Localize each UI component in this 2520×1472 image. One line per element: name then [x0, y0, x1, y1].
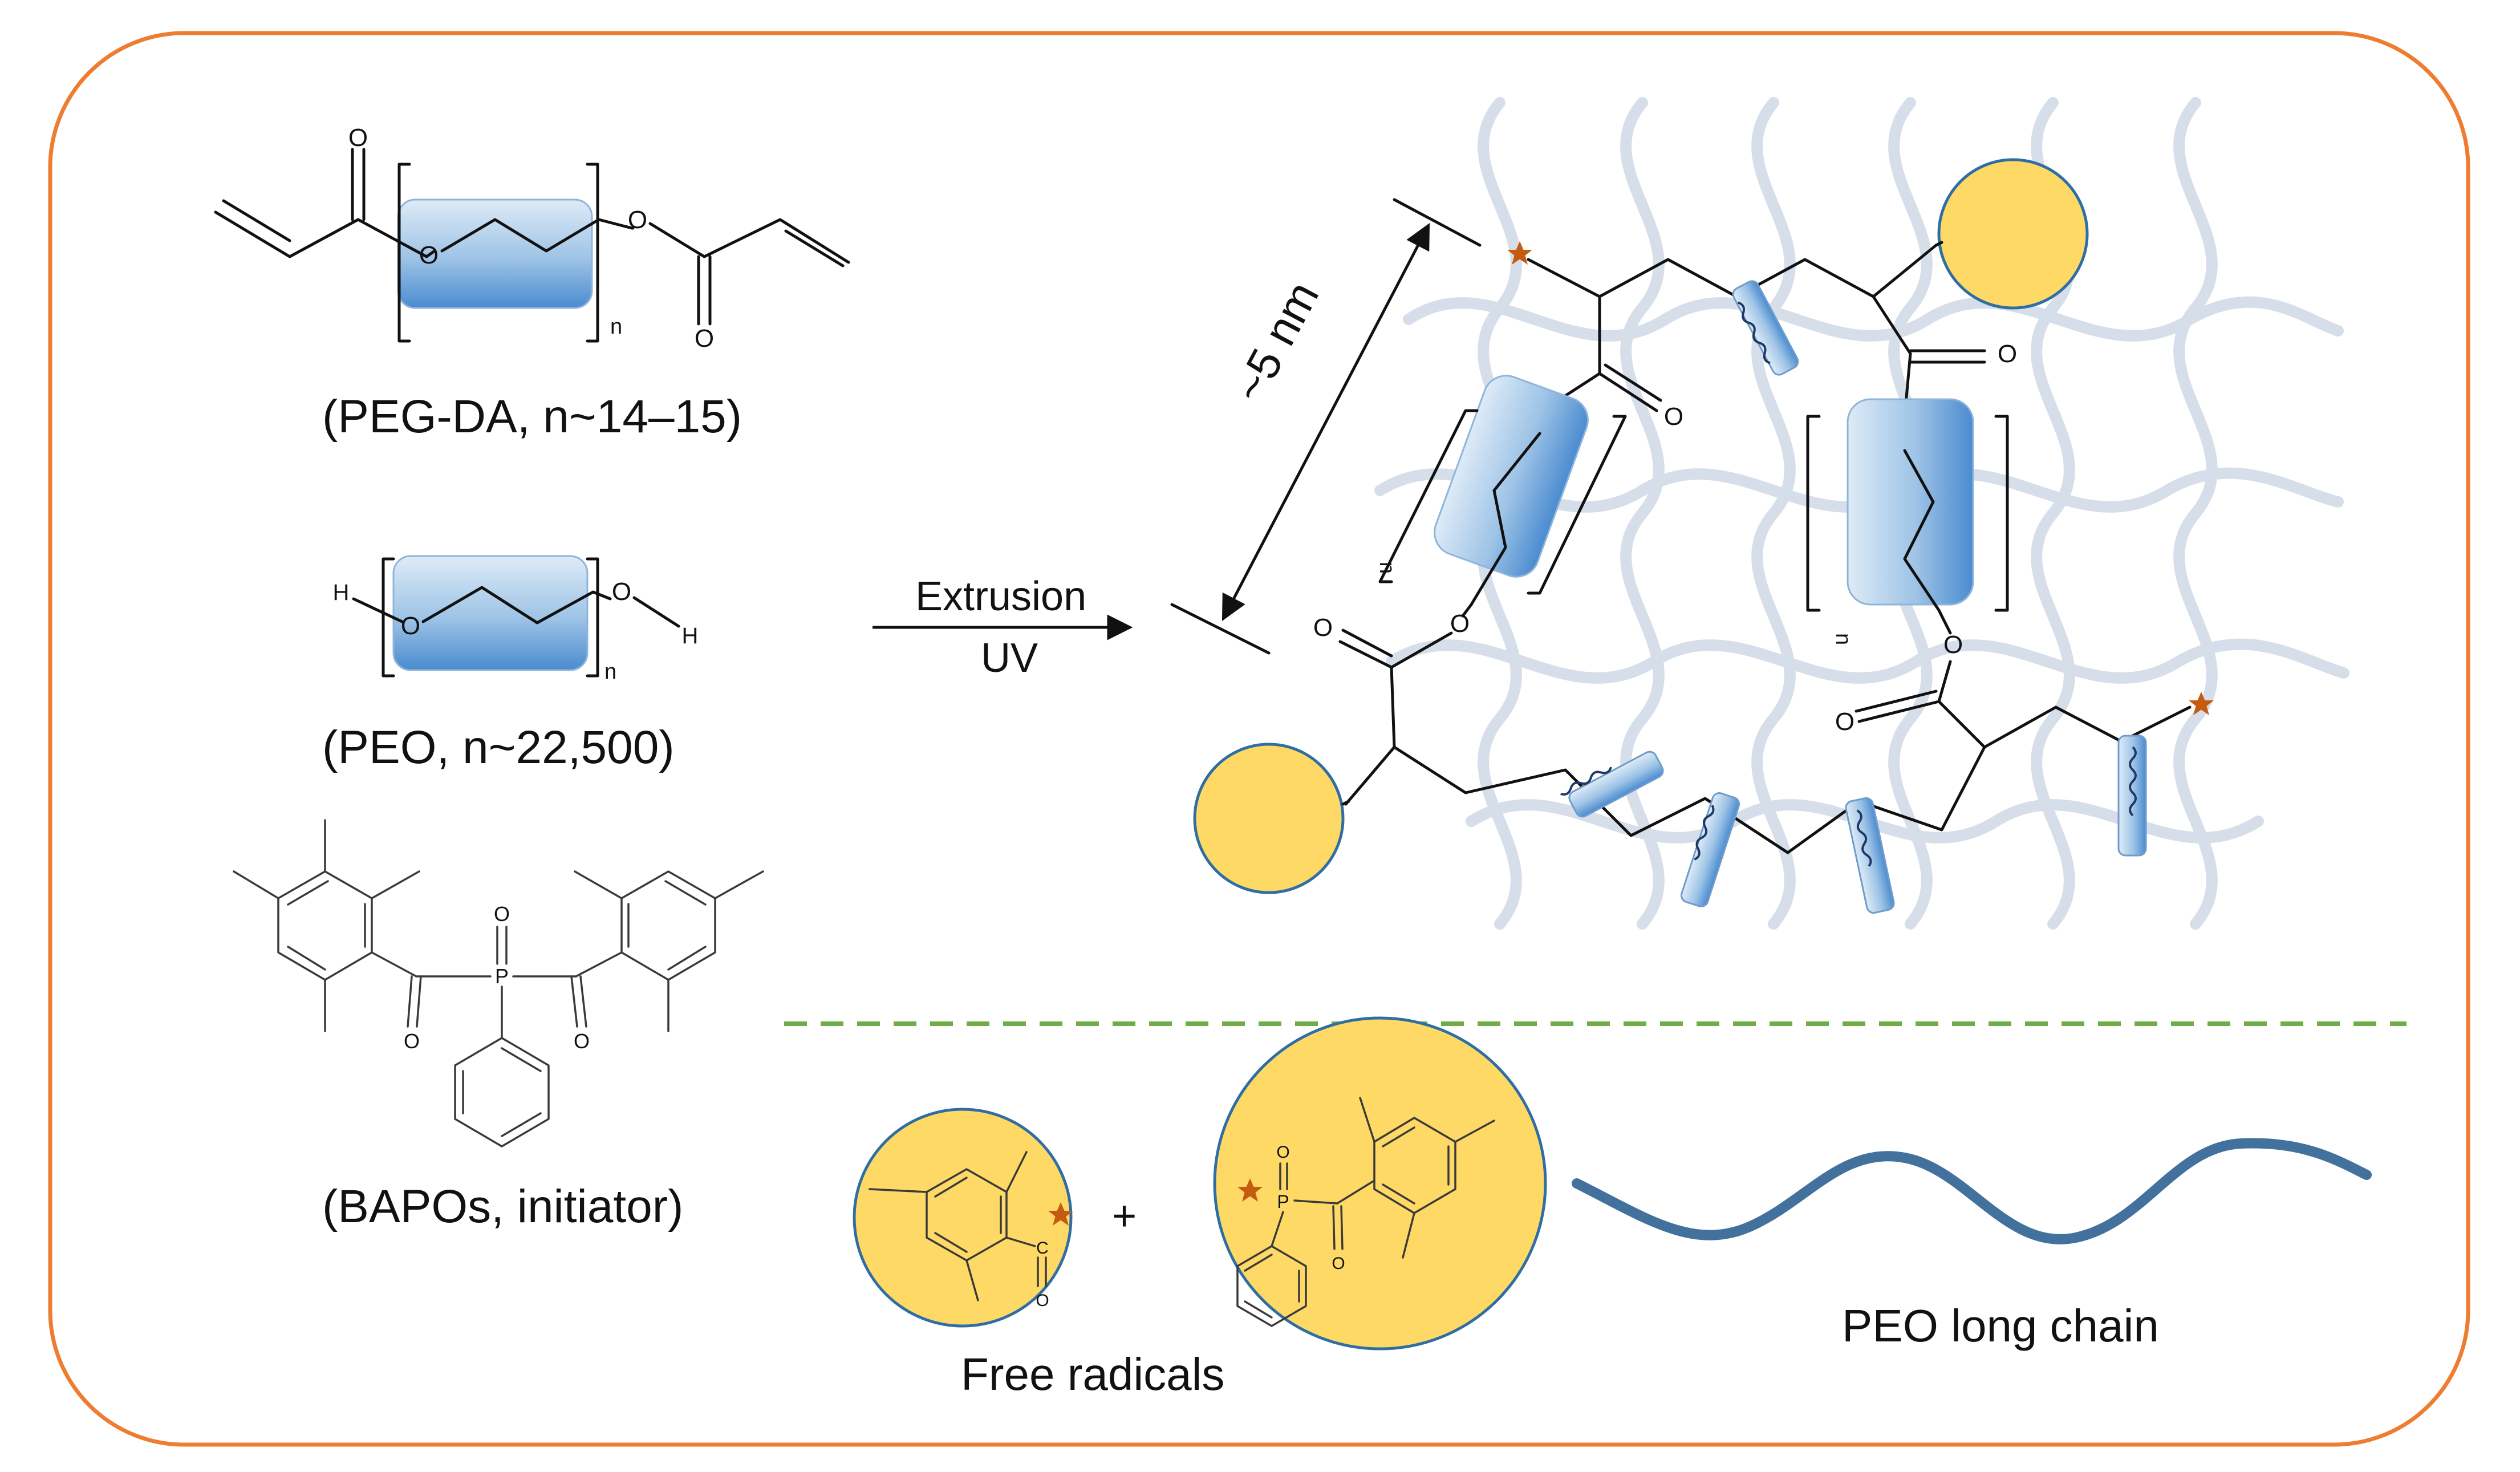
- free-radical-large: P O O: [1213, 1016, 1547, 1351]
- atom-p: P: [1277, 1191, 1289, 1212]
- atom-o: O: [612, 578, 631, 606]
- peo-repeat-unit: [392, 555, 589, 671]
- atom-o: O: [348, 124, 368, 152]
- crosslink-repeat-unit-right: [1847, 398, 1974, 606]
- atom-o: O: [404, 1029, 420, 1053]
- atom-o: O: [401, 612, 420, 640]
- atom-o: O: [1332, 1254, 1345, 1273]
- uv-label: UV: [981, 635, 1038, 681]
- atom-o: O: [1450, 610, 1470, 638]
- outer-frame: [48, 31, 2470, 1447]
- pegda-label: (PEG-DA, n~14–15): [322, 391, 742, 443]
- crosslink-repeat-unit-left: [1434, 375, 1589, 578]
- atom-o: O: [628, 206, 647, 234]
- atom-h: H: [333, 580, 350, 605]
- bapo-structure: O P O O: [233, 819, 764, 1147]
- atom-o: O: [1036, 1291, 1049, 1310]
- free-radicals-label: Free radicals: [961, 1349, 1225, 1400]
- repeat-n: n: [1831, 633, 1855, 645]
- peo-long-chain: [1572, 1138, 2372, 1244]
- atom-p: P: [495, 964, 509, 988]
- atom-o: O: [1998, 340, 2017, 368]
- atom-o: O: [1313, 614, 1333, 642]
- pegda-structure: O O n O O: [214, 124, 850, 352]
- mesh-size-arrow: [1222, 223, 1430, 621]
- atom-o: O: [1835, 708, 1855, 736]
- repeat-n: n: [1375, 562, 1399, 574]
- atom-h: H: [682, 623, 699, 648]
- bapo-label: (BAPOs, initiator): [322, 1181, 684, 1232]
- atom-o: O: [695, 325, 714, 352]
- repeat-n: n: [604, 660, 616, 684]
- peo-structure: H O O H n: [333, 555, 699, 684]
- atom-o: O: [1943, 631, 1963, 659]
- atom-o: O: [1664, 403, 1683, 431]
- free-radical-small: C O: [853, 1108, 1073, 1328]
- extrusion-label: Extrusion: [915, 574, 1087, 619]
- atom-c: C: [1036, 1239, 1049, 1258]
- repeat-n: n: [610, 315, 622, 339]
- peo-label: (PEO, n~22,500): [322, 721, 675, 773]
- radical-end-circle: [1937, 158, 2089, 310]
- plus-sign: +: [1112, 1192, 1137, 1239]
- atom-o: O: [1276, 1143, 1289, 1162]
- crosslinked-network: O O O O n O n O O O: [1170, 158, 2214, 914]
- atom-o: O: [494, 902, 510, 926]
- atom-o: O: [419, 241, 439, 269]
- peo-long-chain-label: PEO long chain: [1842, 1300, 2159, 1351]
- radical-end-circle: [1193, 743, 1345, 894]
- atom-o: O: [574, 1029, 590, 1053]
